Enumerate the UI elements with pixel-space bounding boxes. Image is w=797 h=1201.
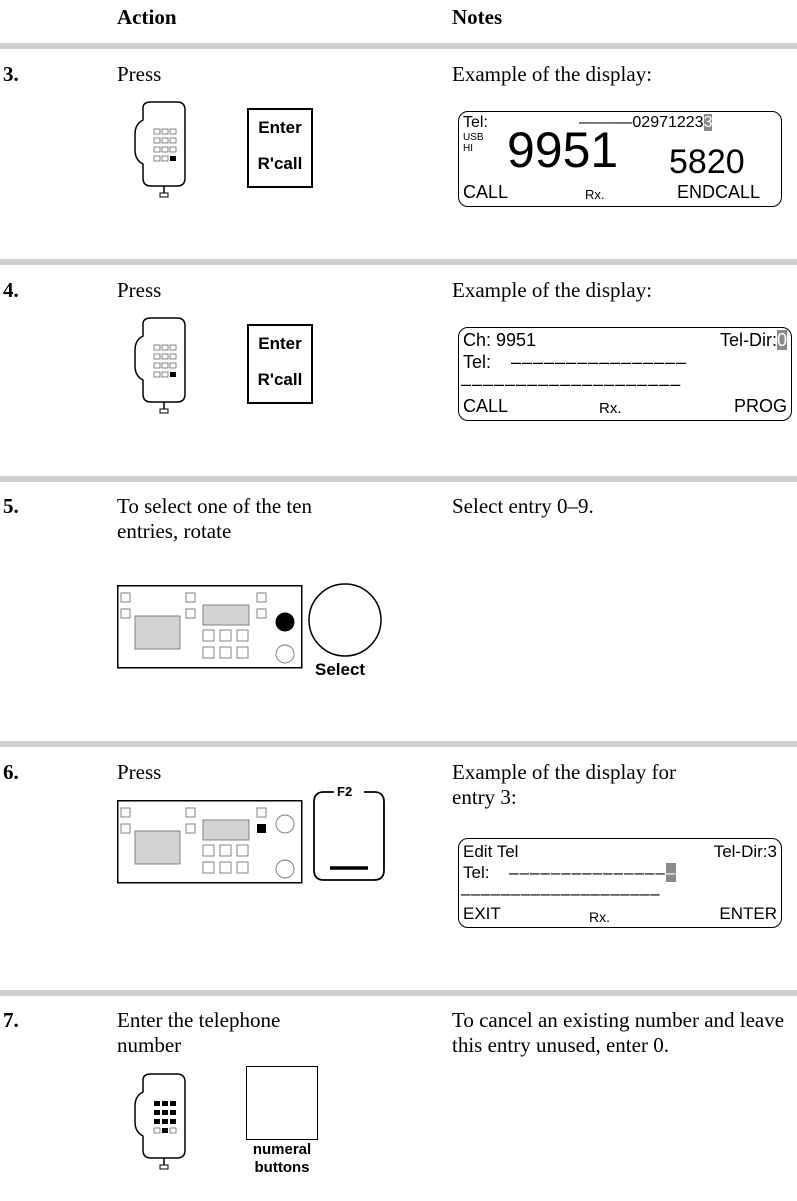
lcd-display-call: Tel: ––––––029712233 USB HI 9951 5820 CA… xyxy=(458,111,782,207)
step-number: 7. xyxy=(3,1008,19,1032)
notes-column-header: Notes xyxy=(452,5,503,29)
step-note: Select entry 0–9. xyxy=(452,494,594,518)
lcd-softkey-right: PROG xyxy=(733,396,787,416)
key-label-rcall: R'call xyxy=(257,154,303,173)
lcd-edit-title: Edit Tel xyxy=(463,842,519,861)
lcd-softkey-right: ENDCALL xyxy=(677,182,761,202)
lcd-tel-label: Tel: xyxy=(463,352,492,372)
numeral-buttons-label: numeral buttons xyxy=(244,1141,320,1177)
radio-front-panel-icon xyxy=(117,800,303,884)
select-knob-label: Select xyxy=(315,660,366,679)
step-divider xyxy=(0,990,797,996)
lcd-mode: USB xyxy=(463,132,484,143)
lcd-tel-value: –––––––––––––––– xyxy=(511,352,688,372)
lcd-tel-cursor: – xyxy=(665,863,677,882)
microphone-handset-icon xyxy=(134,317,186,414)
lcd-channel: 9951 xyxy=(507,122,619,178)
step-divider xyxy=(0,476,797,482)
lcd-softkey-left: CALL xyxy=(463,396,509,416)
lcd-display-edit-tel: Edit Tel Tel-Dir:3 Tel: ––––––––––––––––… xyxy=(458,838,782,928)
step-action-text: Press xyxy=(117,62,162,86)
lcd-line3: –––––––––––––––––––– xyxy=(461,884,661,903)
lcd-softkey-mid: Rx. xyxy=(599,400,622,417)
header-divider xyxy=(0,43,797,49)
lcd-tel-dir-label: Tel-Dir: xyxy=(719,330,777,350)
lcd-tel-label: Tel: xyxy=(463,863,490,882)
key-label-enter: Enter xyxy=(258,334,302,353)
lcd-tel-dir: Tel-Dir:3 xyxy=(713,842,777,861)
microphone-handset-icon xyxy=(134,101,186,198)
lcd-softkey-mid: Rx. xyxy=(589,909,610,925)
step-action-text: To select one of the ten entries, rotate xyxy=(117,494,313,543)
lcd-display-telephone-directory: Ch: 9951 Tel-Dir:0 Tel: ––––––––––––––––… xyxy=(458,327,792,421)
step-action-text: Press xyxy=(117,760,162,784)
key-label-enter: Enter xyxy=(258,118,302,137)
lcd-tel-value: ––––––––––––––– xyxy=(509,863,666,882)
lcd-softkey-right: ENTER xyxy=(719,904,777,923)
select-knob-icon[interactable] xyxy=(307,582,383,658)
lcd-tel-label: Tel: xyxy=(463,114,488,131)
step-divider xyxy=(0,259,797,265)
lcd-tel-cursor: 3 xyxy=(703,114,713,131)
lcd-tel-dir: Tel-Dir:0 xyxy=(720,330,787,351)
step-note: Example of the display: xyxy=(452,278,653,302)
step-note: Example of the display: xyxy=(452,62,653,86)
lcd-power: HI xyxy=(463,143,473,154)
lcd-frequency: 5820 xyxy=(669,143,745,181)
lcd-tel-value: ––––––02971223 xyxy=(579,114,704,131)
lcd-softkey-left: EXIT xyxy=(463,904,501,923)
lcd-tel-entry: –––––––––––––––– xyxy=(509,863,677,883)
step-number: 3. xyxy=(3,62,19,86)
lcd-softkey-left: CALL xyxy=(463,182,509,202)
lcd-channel-label: Ch: 9951 xyxy=(463,330,537,350)
lcd-softkey-mid: Rx. xyxy=(585,187,605,202)
f2-softkey-icon[interactable] xyxy=(312,784,386,884)
step-number: 6. xyxy=(3,760,19,784)
step-number: 5. xyxy=(3,494,19,518)
numeral-label-line2: buttons xyxy=(254,1159,310,1176)
enter-rcall-key[interactable]: Enter R'call xyxy=(247,108,313,188)
step-action-text: Enter the telephone number xyxy=(117,1008,281,1057)
key-label-rcall: R'call xyxy=(257,370,303,389)
numeral-label-line1: numeral xyxy=(252,1141,312,1158)
step-divider xyxy=(0,741,797,747)
step-note: Example of the display for entry 3: xyxy=(452,760,676,809)
action-column-header: Action xyxy=(117,5,177,29)
step-action-text: Press xyxy=(117,278,162,302)
numeral-buttons-key[interactable] xyxy=(246,1066,318,1140)
f2-softkey-label: F2 xyxy=(337,784,353,799)
step-number: 4. xyxy=(3,278,19,302)
enter-rcall-key[interactable]: Enter R'call xyxy=(247,324,313,404)
microphone-handset-icon xyxy=(134,1073,186,1170)
lcd-tel-dir-cursor: 0 xyxy=(776,330,787,350)
radio-front-panel-icon xyxy=(117,585,303,669)
lcd-tel-number: ––––––029712233 xyxy=(579,114,713,132)
step-note: To cancel an existing number and leave t… xyxy=(452,1008,785,1057)
lcd-line3: –––––––––––––––––––– xyxy=(461,374,682,394)
